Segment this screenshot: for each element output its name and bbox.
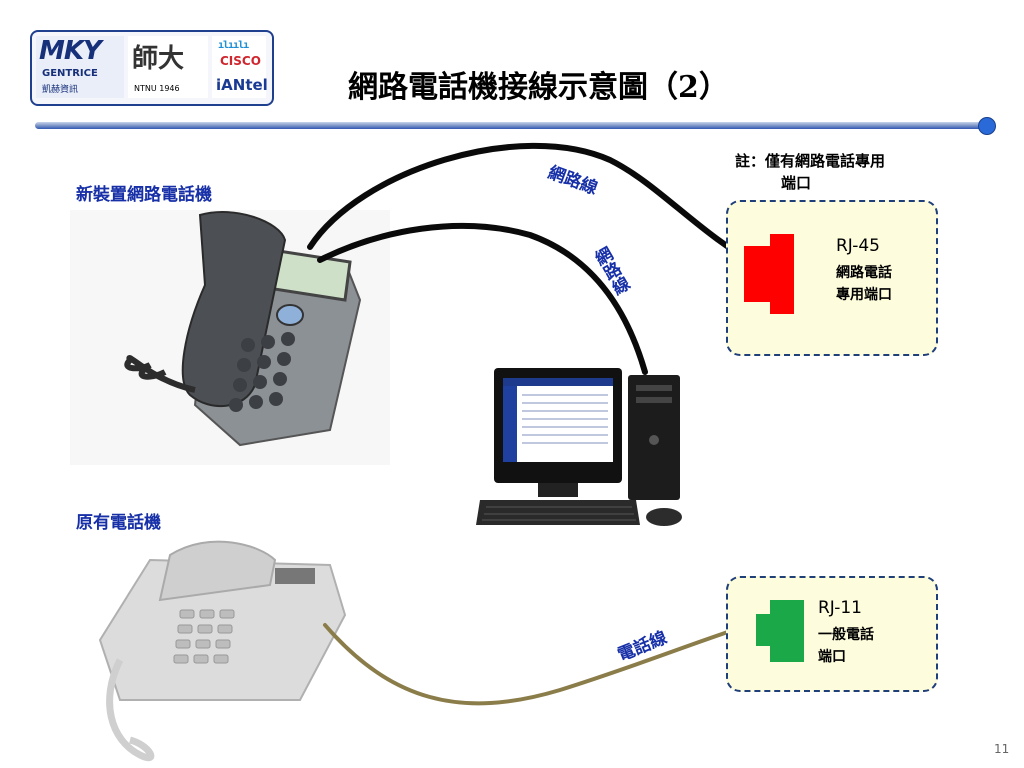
- mky-text: MKY: [39, 36, 102, 66]
- cisco-bars-icon: ılıılı: [218, 40, 249, 51]
- cisco-text: CISCO: [220, 54, 261, 68]
- mky-logo: MKY GENTRICE 凱赫資訊: [36, 36, 124, 98]
- ntnu-text: 師大: [132, 44, 185, 74]
- rj11-name: RJ-11: [818, 598, 862, 618]
- note: 註：僅有網路電話專用 端口: [735, 150, 885, 194]
- slide-title: 網路電話機接線示意圖（2）: [348, 70, 729, 105]
- rj45-port-box: RJ-45 網路電話 專用端口: [726, 200, 938, 356]
- rj11-desc: 一般電話 端口: [818, 624, 874, 668]
- rj11-jack-icon: [756, 600, 804, 662]
- gentrice-text: GENTRICE: [42, 68, 98, 79]
- network-cable-2: [317, 222, 648, 375]
- cisco-logo: ılıılı CISCO iANtel: [212, 36, 268, 98]
- rj45-jack-tab: [744, 246, 770, 302]
- phone-cable: [323, 618, 766, 706]
- rj11-desc-line-1: 一般電話: [818, 627, 874, 643]
- rj45-desc: 網路電話 專用端口: [836, 262, 892, 306]
- rj11-desc-line-2: 端口: [818, 649, 846, 665]
- divider-dot: [978, 117, 996, 135]
- rj45-desc-line-1: 網路電話: [836, 265, 892, 281]
- note-line-1: 註：僅有網路電話專用: [735, 152, 886, 170]
- logo: MKY GENTRICE 凱赫資訊 師大 NTNU 1946 ılıılı CI…: [30, 30, 274, 106]
- computer-image: [476, 368, 682, 526]
- old-phone-label: 原有電話機: [76, 513, 161, 533]
- rj45-jack-icon: [744, 234, 794, 314]
- iantel-text: iANtel: [216, 76, 268, 94]
- ntnu-code: NTNU 1946: [134, 84, 180, 93]
- rj11-jack-tab: [756, 614, 770, 646]
- ntnu-logo: 師大 NTNU 1946: [128, 36, 208, 98]
- new-phone-label: 新裝置網路電話機: [76, 185, 212, 205]
- company-text: 凱赫資訊: [42, 85, 79, 95]
- rj45-desc-line-2: 專用端口: [836, 287, 892, 303]
- page-number: 11: [994, 742, 1010, 756]
- note-line-2: 端口: [781, 174, 812, 192]
- network-cable-1: [307, 142, 763, 269]
- title-divider: [35, 122, 990, 129]
- rj11-port-box: RJ-11 一般電話 端口: [726, 576, 938, 692]
- rj45-name: RJ-45: [836, 236, 880, 256]
- analog-phone-image: [98, 540, 347, 762]
